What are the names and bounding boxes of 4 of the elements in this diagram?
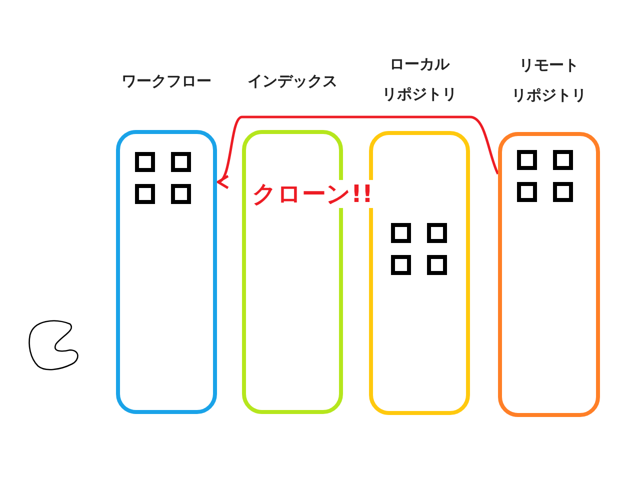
column-heading: ローカルリポジトリ: [381, 54, 458, 105]
column-heading: ワークフロー: [120, 71, 212, 92]
column-heading: リモートリポジトリ: [510, 55, 588, 106]
column-heading: インデックス: [246, 71, 338, 92]
